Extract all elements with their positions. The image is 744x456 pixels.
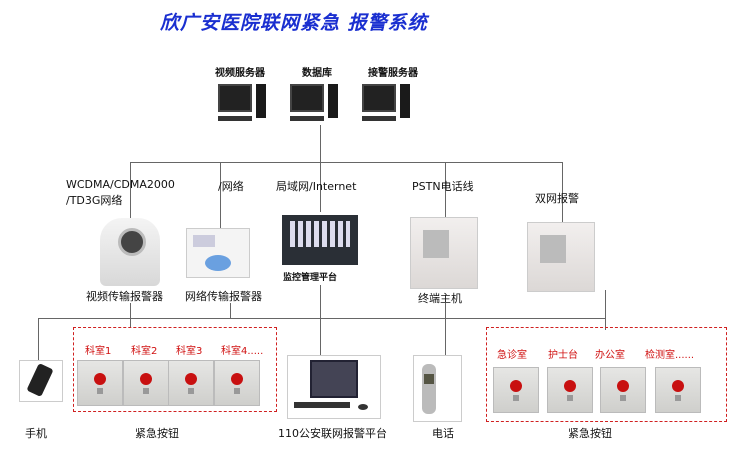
emergency-button-icon [123,360,169,406]
monitoring-platform-icon [282,215,358,265]
network-label-3g-2: /TD3G网络 [66,194,123,207]
room-label: 科室2 [131,346,158,357]
room-label: 护士台 [548,350,578,361]
server-label-video: 视频服务器 [215,68,265,79]
video-alarm-camera-icon [100,218,160,286]
room-label: 检测室...... [645,350,695,361]
network-label-3g: WCDMA/CDMA2000 [66,178,175,191]
device-label-network: 网络传输报警器 [185,290,262,303]
connector [320,125,321,162]
emergency-button-icon [214,360,260,406]
connector [38,318,39,360]
mobile-phone-icon [19,360,63,402]
emergency-button-icon [77,360,123,406]
network-label-dual: 双网报警 [535,192,579,205]
room-label: 科室4..... [221,346,264,357]
emergency-buttons-group-left [73,327,277,412]
emergency-button-icon [547,367,593,413]
connector [320,285,321,355]
connector [230,303,231,319]
network-label-net: /网络 [218,180,244,193]
room-label: 急诊室 [497,350,527,361]
device-label-host: 终端主机 [418,292,462,305]
label-telephone: 电话 [432,427,454,440]
connector [562,162,563,226]
diagram-title: 欣广安医院联网紧急 报警系统 [160,12,428,34]
emergency-buttons-group-right [486,327,727,422]
emergency-button-icon [600,367,646,413]
police-platform-computer-icon [287,355,381,419]
device-label-video: 视频传输报警器 [86,290,163,303]
network-label-lan: 局域网/Internet [276,180,357,193]
connector [130,303,131,319]
connector [445,162,446,222]
connector [220,162,221,244]
connector [605,290,606,330]
connector [130,318,131,328]
device-label-platform: 监控管理平台 [283,273,338,283]
label-police-platform: 110公安联网报警平台 [278,427,387,440]
network-label-pstn: PSTN电话线 [412,180,474,193]
dual-network-alarm-host-icon [527,222,595,292]
emergency-button-icon [493,367,539,413]
terminal-host-icon [410,217,478,289]
server-label-db: 数据库 [302,68,332,79]
label-buttons-right: 紧急按钮 [568,427,612,440]
room-label: 科室1 [85,346,112,357]
connector [445,303,446,355]
connector [130,162,131,220]
server-label-alarm: 接警服务器 [368,68,418,79]
emergency-button-icon [168,360,214,406]
network-alarm-device-icon [186,228,250,278]
connector [38,318,605,319]
room-label: 办公室 [595,350,625,361]
label-buttons-left: 紧急按钮 [135,427,179,440]
telephone-icon [413,355,462,422]
emergency-button-icon [655,367,701,413]
room-label: 科室3 [176,346,203,357]
label-phone: 手机 [25,427,47,440]
connector [130,162,563,163]
connector [320,162,321,212]
